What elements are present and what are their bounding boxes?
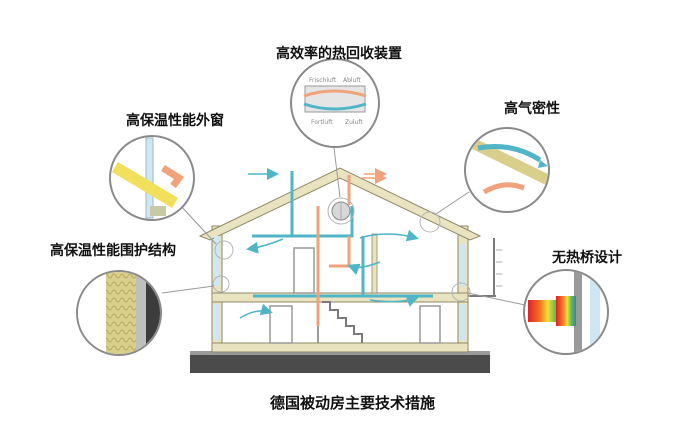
thermal-bridge-label: 无热桥设计 — [552, 250, 622, 266]
envelope-label: 高保温性能围护结构 — [50, 243, 176, 259]
exhaust-ducts — [316, 175, 351, 326]
supply-ducts — [252, 171, 433, 298]
airtight-label: 高气密性 — [504, 101, 560, 117]
airflow-arrows — [239, 168, 419, 319]
window-detail-callout — [109, 135, 195, 221]
hrv-supply-label: Zuluft — [345, 119, 363, 126]
ground-slab — [190, 351, 490, 373]
thermal-bridge-detail-callout — [523, 269, 609, 355]
diagram-caption: 德国被动房主要技术措施 — [270, 394, 436, 412]
left-lower-window — [214, 304, 220, 340]
heat-recovery-label: 高效率的热回收装置 — [276, 46, 402, 62]
envelope-detail-callout — [76, 270, 162, 356]
right-lower-window — [460, 304, 466, 340]
right-upper-window — [460, 244, 466, 286]
hrv-fresh-label: Frischluft — [309, 77, 337, 84]
hrv-detail-callout: Frischluft Abluft Fortluft Zuluft — [290, 58, 380, 148]
house-shell — [198, 167, 502, 353]
left-upper-window — [214, 236, 220, 286]
detail-markers — [212, 197, 471, 302]
hrv-outdoor-label: Fortluft — [311, 119, 333, 126]
airtight-detail-callout — [464, 127, 550, 213]
windows-label: 高保温性能外窗 — [126, 113, 224, 129]
hrv-unit — [331, 201, 351, 221]
leader-lines — [161, 147, 526, 306]
hrv-exhaust-label: Abluft — [343, 77, 361, 84]
